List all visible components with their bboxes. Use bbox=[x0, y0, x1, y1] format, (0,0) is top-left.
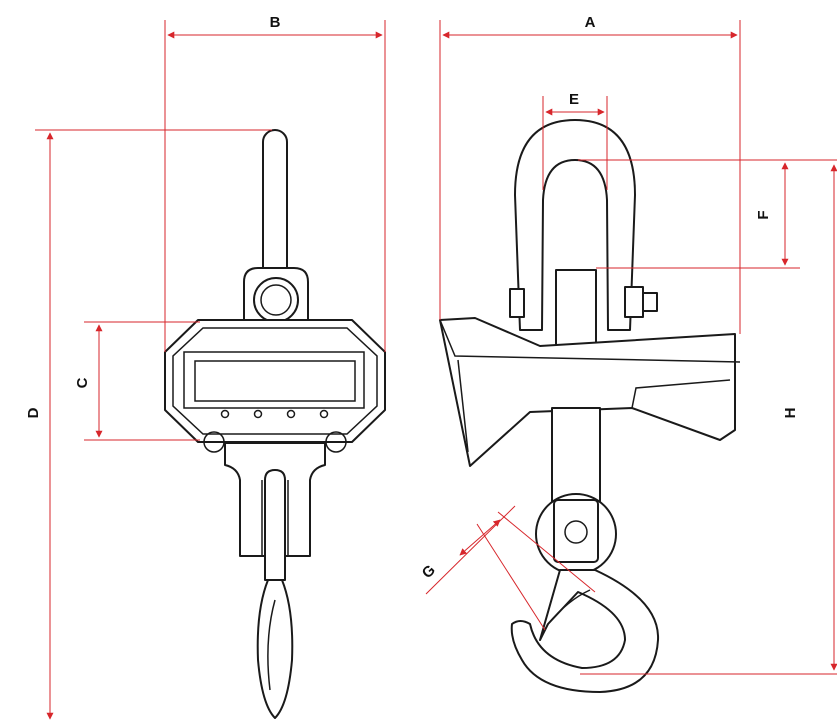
side-swivel-stem bbox=[555, 269, 597, 349]
dimension-g-line bbox=[459, 519, 501, 556]
side-view bbox=[439, 119, 741, 693]
side-lower-stem bbox=[551, 407, 601, 509]
scale-housing bbox=[164, 319, 386, 443]
scale-housing-inner bbox=[172, 327, 378, 435]
indicator-light-1 bbox=[220, 409, 230, 419]
front-top-rod bbox=[262, 129, 288, 281]
front-swivel-ring-inner bbox=[260, 284, 292, 316]
indicator-light-4 bbox=[319, 409, 329, 419]
dimension-a-label: A bbox=[585, 14, 596, 31]
display-screen bbox=[194, 360, 356, 402]
dimension-c-label: C bbox=[74, 377, 91, 388]
dimension-d-label: D bbox=[25, 407, 42, 418]
right-round-button bbox=[325, 431, 347, 453]
dimension-g-label: G bbox=[419, 562, 439, 582]
front-hook-body bbox=[256, 579, 294, 719]
dimension-lines bbox=[35, 20, 837, 720]
dimension-e-label: E bbox=[569, 91, 579, 108]
front-hook-shank bbox=[264, 469, 286, 581]
shackle-pin-right bbox=[624, 286, 644, 318]
display-frame bbox=[183, 351, 365, 409]
dimension-b-label: B bbox=[270, 14, 281, 31]
indicator-light-2 bbox=[253, 409, 263, 419]
front-view bbox=[164, 129, 386, 719]
shackle-nut bbox=[642, 292, 658, 312]
side-housing-profile bbox=[439, 317, 736, 467]
indicator-light-3 bbox=[286, 409, 296, 419]
dimension-f-label: F bbox=[755, 210, 772, 219]
side-shackle-bow bbox=[514, 119, 636, 331]
shackle-pin-left bbox=[509, 288, 525, 318]
side-hook bbox=[510, 569, 660, 693]
left-round-button bbox=[203, 431, 225, 453]
dimension-h-label: H bbox=[782, 408, 799, 419]
